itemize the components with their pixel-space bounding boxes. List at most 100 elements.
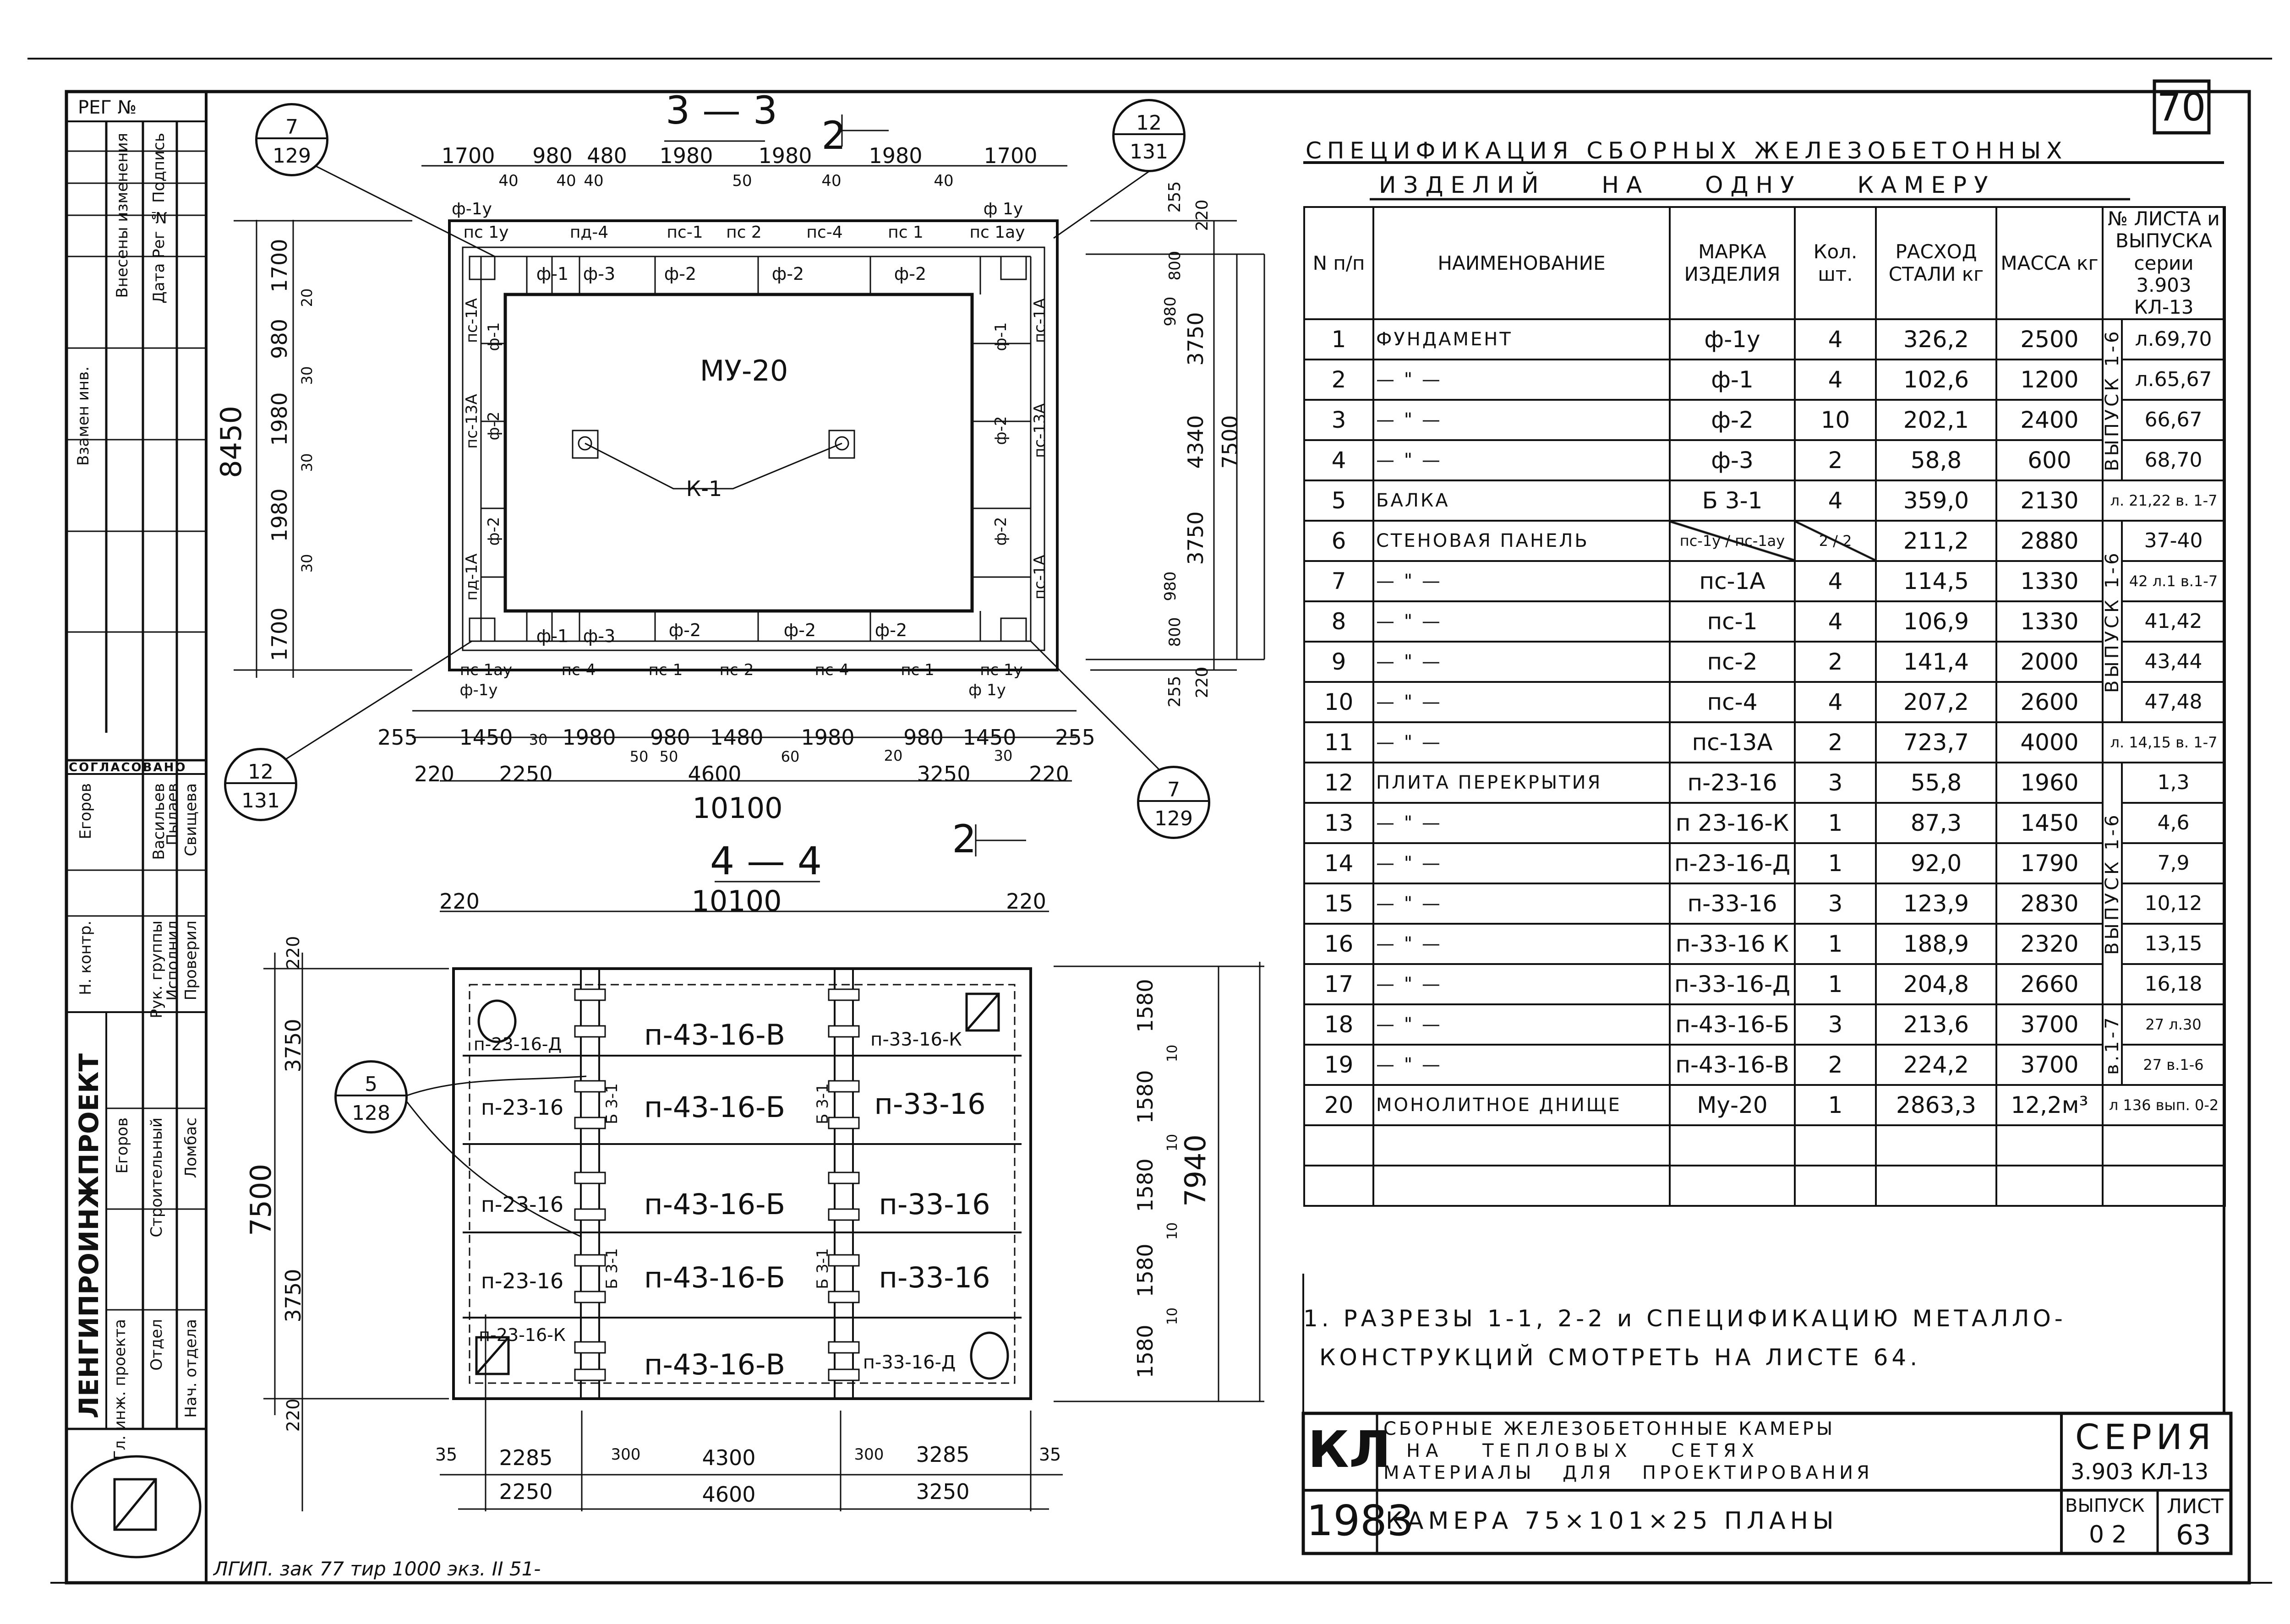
dim: 3750 xyxy=(281,1019,306,1073)
element-label: ф-2 xyxy=(874,620,907,640)
dim: 2250 xyxy=(499,1479,553,1504)
row-steel: 141,4 xyxy=(1875,641,1997,683)
issue-group-label: ВЫПУСК 1-6 xyxy=(2103,319,2122,481)
row-steel: 213,6 xyxy=(1875,1003,1997,1046)
empty-cell xyxy=(1875,1124,1997,1167)
stamp-dept-name: Ломбас xyxy=(182,1117,200,1178)
dim: 4600 xyxy=(702,1482,756,1507)
row-mark: пс-4 xyxy=(1669,681,1796,724)
dim: 800 xyxy=(1166,617,1184,647)
row-reference: л. 21,22 в. 1-7 xyxy=(2101,480,2226,522)
row-mass: 3700 xyxy=(1995,1003,2104,1046)
empty-cell xyxy=(1995,1124,2104,1167)
row-reference: 1,3 xyxy=(2121,762,2226,804)
row-steel: 2863,3 xyxy=(1875,1084,1997,1127)
dim: 220 xyxy=(283,1398,303,1432)
issue-label: ВЫПУСК xyxy=(2065,1495,2145,1516)
row-mark: п-33-16 xyxy=(1669,883,1796,925)
dim: 980 xyxy=(903,725,944,750)
row-mass: 2600 xyxy=(1995,681,2104,724)
element-label: ф-2 xyxy=(664,264,697,284)
issue-group-label: ВЫПУСК 1-6 xyxy=(2103,521,2122,723)
element-label: пс 1у xyxy=(980,661,1023,679)
row-mass: 2660 xyxy=(1995,963,2104,1006)
dim: 480 xyxy=(587,143,627,168)
dim: 220 xyxy=(1193,666,1212,698)
row-mark: пс-2 xyxy=(1669,641,1796,683)
stamp-changes-header: Внесены изменения xyxy=(113,133,131,298)
dim: 40 xyxy=(934,172,954,190)
row-mass: 2400 xyxy=(1995,399,2104,441)
element-label: пд-4 xyxy=(569,223,609,242)
row-qty: 1 xyxy=(1794,842,1877,885)
row-number: 17 xyxy=(1303,963,1374,1006)
element-label: ф-3 xyxy=(583,264,616,284)
row-reference: 47,48 xyxy=(2121,681,2226,724)
row-mark: п 23-16-К xyxy=(1669,802,1796,845)
row-name: — " — xyxy=(1372,842,1671,885)
element-label: ф 1у xyxy=(983,200,1023,218)
table-header-cell: РАСХОД СТАЛИ кг xyxy=(1875,206,1997,321)
spec-title-line1: СПЕЦИФИКАЦИЯ СБОРНЫХ ЖЕЛЕЗОБЕТОННЫХ xyxy=(1306,137,2068,164)
dim: 255 xyxy=(377,725,418,750)
dim: 220 xyxy=(1029,762,1069,786)
print-footer: ЛГИП. зак 77 тир 1000 экз. II 51- xyxy=(213,1558,541,1580)
dim: 220 xyxy=(1193,199,1212,231)
dim: 40 xyxy=(498,172,519,190)
beam-label: Б 3-1 xyxy=(603,1248,621,1289)
row-steel: 204,8 xyxy=(1875,963,1997,1006)
dim: 3250 xyxy=(917,762,971,786)
row-mark: Б 3-1 xyxy=(1669,480,1796,522)
row-qty: 3 xyxy=(1794,883,1877,925)
stamp-role: Исполнил xyxy=(164,921,182,1001)
stamp-reg-no: РЕГ № xyxy=(78,97,137,118)
row-number: 9 xyxy=(1303,641,1374,683)
row-steel: 188,9 xyxy=(1875,923,1997,965)
dim: 50 xyxy=(629,748,649,765)
dim: 1700 xyxy=(267,239,292,293)
note-line2: КОНСТРУКЦИЙ СМОТРЕТЬ НА ЛИСТЕ 64. xyxy=(1319,1344,1921,1371)
row-name: — " — xyxy=(1372,641,1671,683)
issue-value: 0 2 xyxy=(2089,1521,2127,1548)
dim: 40 xyxy=(556,172,576,190)
title-block-line1: СБОРНЫЕ ЖЕЛЕЗОБЕТОННЫЕ КАМЕРЫ xyxy=(1383,1418,1836,1439)
dim: 2285 xyxy=(499,1445,553,1470)
slab-label: п-43-16-Б xyxy=(644,1188,785,1221)
row-number: 7 xyxy=(1303,560,1374,603)
element-label: ф-1у xyxy=(452,200,492,218)
dim: 1450 xyxy=(459,725,513,750)
dim: 980 xyxy=(650,725,690,750)
row-mass: 1200 xyxy=(1995,359,2104,401)
dim: 20 xyxy=(884,747,903,764)
row-number: 14 xyxy=(1303,842,1374,885)
row-mass: 1330 xyxy=(1995,600,2104,643)
row-steel: 723,7 xyxy=(1875,721,1997,764)
row-name: ФУНДАМЕНТ xyxy=(1372,318,1671,361)
stamp-role: Рук. группы xyxy=(148,921,166,1019)
row-qty: 3 xyxy=(1794,762,1877,804)
element-label: пс-13А xyxy=(463,394,481,449)
row-qty: 4 xyxy=(1794,560,1877,603)
row-mark: ф-1у xyxy=(1669,318,1796,361)
slab-label: п-43-16-В xyxy=(644,1348,785,1381)
row-name: — " — xyxy=(1372,1003,1671,1046)
element-label: пс-4 xyxy=(561,661,596,679)
dim: 1580 xyxy=(1133,1070,1158,1124)
empty-cell xyxy=(1303,1165,1374,1207)
table-header-cell: МАССА кг xyxy=(1995,206,2104,321)
row-qty: 1 xyxy=(1794,1084,1877,1127)
row-reference: 37-40 xyxy=(2121,520,2226,562)
row-mass: 1790 xyxy=(1995,842,2104,885)
row-qty: 1 xyxy=(1794,802,1877,845)
row-mass: 4000 xyxy=(1995,721,2104,764)
row-mark: пс-13А xyxy=(1669,721,1796,764)
row-mass: 3700 xyxy=(1995,1044,2104,1086)
